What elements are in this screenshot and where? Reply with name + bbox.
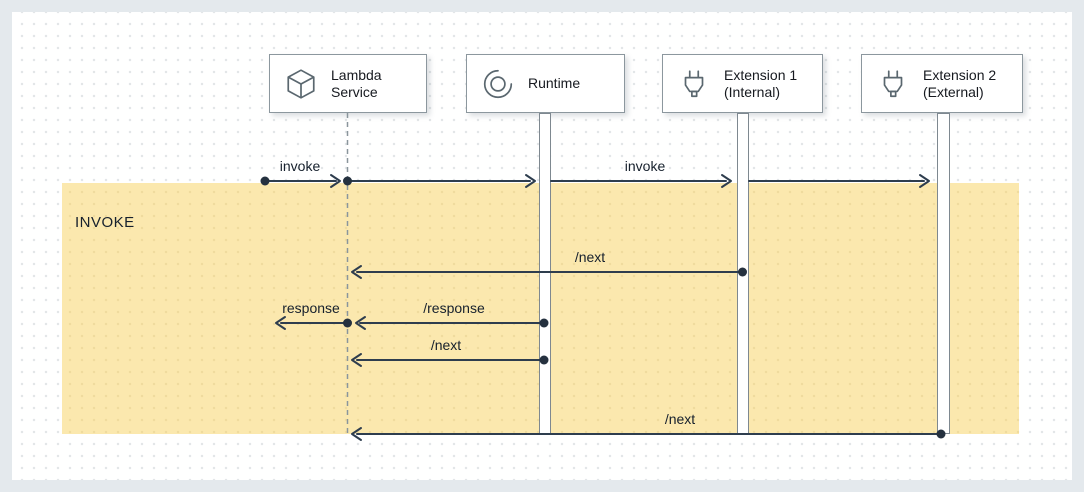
actor-label: Extension 2 (External) <box>923 66 997 100</box>
message-label-invoke-1: invoke <box>279 158 321 174</box>
cube-icon <box>284 67 318 101</box>
actor-extension-1-internal: Extension 1 (Internal) <box>662 54 823 113</box>
invoke-phase-label: INVOKE <box>75 214 135 231</box>
plug-icon <box>876 67 910 101</box>
actor-label: Lambda Service <box>331 66 382 100</box>
message-label-next-2: /next <box>430 337 462 353</box>
actor-label: Runtime <box>528 75 581 91</box>
extension-1-activation-bar <box>737 113 749 434</box>
message-label-response: response <box>282 300 340 316</box>
plug-icon <box>677 67 711 101</box>
extension-2-activation-bar <box>937 113 950 434</box>
actor-lambda-service: Lambda Service <box>269 54 427 113</box>
runtime-activation-bar <box>539 113 551 434</box>
runtime-icon <box>481 67 515 101</box>
diagram-canvas: INVOKE Lambda Service <box>12 12 1072 480</box>
message-label-slash-response: /response <box>423 300 485 316</box>
message-label-invoke-2: invoke <box>624 158 666 174</box>
message-label-next-1: /next <box>574 249 606 265</box>
actor-runtime: Runtime <box>466 54 625 113</box>
actor-label: Extension 1 (Internal) <box>724 66 798 100</box>
actor-extension-2-external: Extension 2 (External) <box>861 54 1023 113</box>
message-label-next-3: /next <box>664 411 696 427</box>
